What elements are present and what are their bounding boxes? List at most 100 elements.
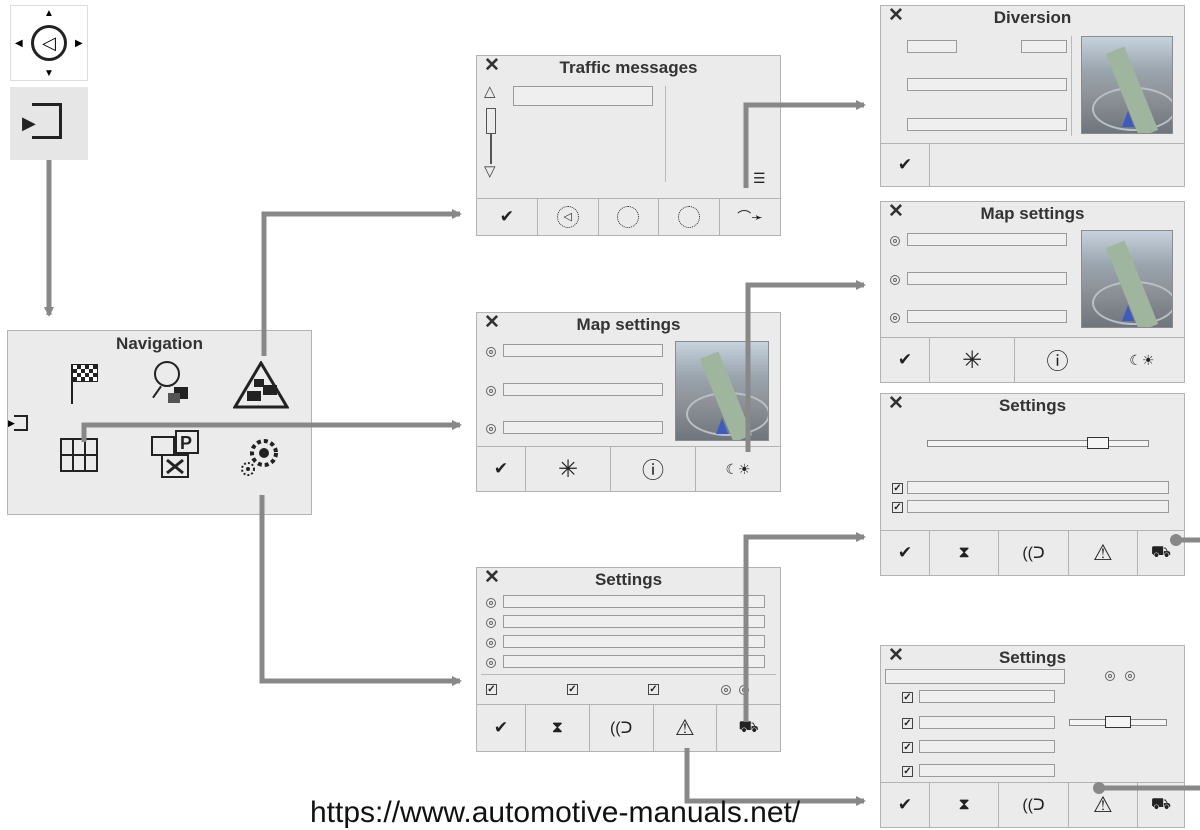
option-radio-1[interactable] [1105,671,1115,681]
day-night-button[interactable]: ☾☀ [695,447,780,491]
close-icon[interactable]: ✕ [484,55,500,76]
scroll-up-icon[interactable]: △ [484,83,496,100]
slider-thumb[interactable] [1087,437,1109,449]
voice-settings-button[interactable]: ((ᑐ [998,531,1067,575]
timer-settings-button[interactable]: ⧗ [929,783,998,827]
option-radio-1[interactable] [890,236,900,246]
traffic-settings-button[interactable]: ⛟ [716,705,780,751]
timer-settings-button[interactable]: ⧗ [525,705,589,751]
option-field-1[interactable] [503,344,663,357]
scroll-down-icon[interactable]: ▽ [484,163,496,180]
option-field-4[interactable] [503,655,765,668]
option-radio-4[interactable] [486,658,496,668]
diversion-field-3[interactable] [907,78,1067,91]
scrollbar-thumb[interactable] [486,108,496,134]
option-radio-1[interactable] [486,598,496,608]
diversion-field-1[interactable] [907,40,957,53]
option-radio-2[interactable] [890,275,900,285]
map-icon[interactable] [56,433,102,486]
confirm-button[interactable]: ✔ [881,338,929,382]
message-list-icon[interactable]: ☰ [753,170,766,186]
option-field-top[interactable] [885,669,1065,684]
option-field-1[interactable] [919,690,1055,703]
nav-route-button[interactable]: ◁ [536,199,598,235]
close-icon[interactable]: ✕ [888,201,904,222]
slider-thumb[interactable] [1105,716,1131,728]
option-field-2[interactable] [503,615,765,628]
option-field-2[interactable] [503,383,663,396]
diversion-field-4[interactable] [907,118,1067,131]
option-radio-1[interactable] [486,347,496,357]
warning-button[interactable]: ⚠ [1067,531,1137,575]
option-field-2[interactable] [907,500,1169,513]
option-checkbox-3[interactable]: ✓ [902,742,913,753]
exit-icon-small[interactable]: ▶ [8,415,28,431]
confirm-button[interactable]: ✔ [477,199,537,235]
option-field-1[interactable] [907,233,1067,246]
option-field-4[interactable] [919,764,1055,777]
day-night-button[interactable]: ☾☀ [1100,338,1184,382]
option-field-3[interactable] [919,740,1055,753]
destination-filter-button[interactable] [658,199,719,235]
option-field-3[interactable] [503,635,765,648]
settings-gear-icon[interactable] [236,435,286,488]
close-icon[interactable]: ✕ [888,393,904,414]
option-field-3[interactable] [907,310,1067,323]
voice-settings-button[interactable]: ((ᑐ [998,783,1067,827]
option-checkbox-2[interactable]: ✓ [902,718,913,729]
traffic-filter-button[interactable] [597,199,659,235]
option-radio-2[interactable] [1125,671,1135,681]
diversion-field-2[interactable] [1021,40,1067,53]
check-icon: ✔ [493,459,509,478]
diversion-button[interactable]: ⌒➛ [719,199,780,235]
compass-button[interactable]: ✳ [929,338,1014,382]
option-checkbox-1[interactable]: ✓ [486,684,497,695]
close-icon[interactable]: ✕ [888,645,904,666]
option-checkbox-1[interactable]: ✓ [902,692,913,703]
option-radio-2[interactable] [486,618,496,628]
timer-settings-button[interactable]: ⧗ [929,531,998,575]
confirm-button[interactable]: ✔ [881,531,929,575]
option-field-1[interactable] [907,481,1169,494]
compass-button[interactable]: ✳ [525,447,610,491]
exit-button[interactable]: ▶ [10,87,88,160]
compass-ring-icon: ◁ [31,25,67,61]
option-field-2[interactable] [919,716,1055,729]
info-button[interactable]: ⓘ [610,447,695,491]
traffic-settings-button[interactable]: ⛟ [1136,783,1184,827]
nav-compass-button[interactable]: ▲ ▼ ◀ ▶ ◁ [10,5,88,81]
traffic-icon[interactable] [232,360,290,418]
close-icon[interactable]: ✕ [484,312,500,333]
option-checkbox-1[interactable]: ✓ [892,483,903,494]
option-checkbox-3[interactable]: ✓ [648,684,659,695]
option-checkbox-2[interactable]: ✓ [892,502,903,513]
confirm-button[interactable]: ✔ [881,783,929,827]
settings-center-panel: ✕ Settings ✓ ✓ ✓ ✔ ⧗ ((ᑐ ⚠ ⛟ [476,567,781,752]
confirm-button[interactable]: ✔ [881,144,929,186]
option-radio-6[interactable] [739,685,749,695]
poi-icon[interactable]: P [148,427,204,488]
option-radio-5[interactable] [721,685,731,695]
diversion-title: Diversion [993,8,1072,27]
option-checkbox-2[interactable]: ✓ [567,684,578,695]
option-field-1[interactable] [503,595,765,608]
option-field-3[interactable] [503,421,663,434]
close-icon[interactable]: ✕ [888,5,904,26]
option-radio-3[interactable] [486,424,496,434]
warning-button[interactable]: ⚠ [652,705,717,751]
info-button[interactable]: ⓘ [1014,338,1099,382]
voice-settings-button[interactable]: ((ᑐ [588,705,653,751]
confirm-button[interactable]: ✔ [477,705,525,751]
slider-track[interactable] [927,440,1149,447]
message-field[interactable] [513,86,653,106]
close-icon[interactable]: ✕ [484,567,500,588]
confirm-button[interactable]: ✔ [477,447,525,491]
option-checkbox-4[interactable]: ✓ [902,766,913,777]
option-field-2[interactable] [907,272,1067,285]
option-radio-2[interactable] [486,386,496,396]
traffic-settings-button[interactable]: ⛟ [1136,531,1184,575]
option-radio-3[interactable] [890,313,900,323]
option-radio-3[interactable] [486,638,496,648]
compass-up-arrow-icon: ▲ [44,8,54,19]
warning-button[interactable]: ⚠ [1067,783,1137,827]
